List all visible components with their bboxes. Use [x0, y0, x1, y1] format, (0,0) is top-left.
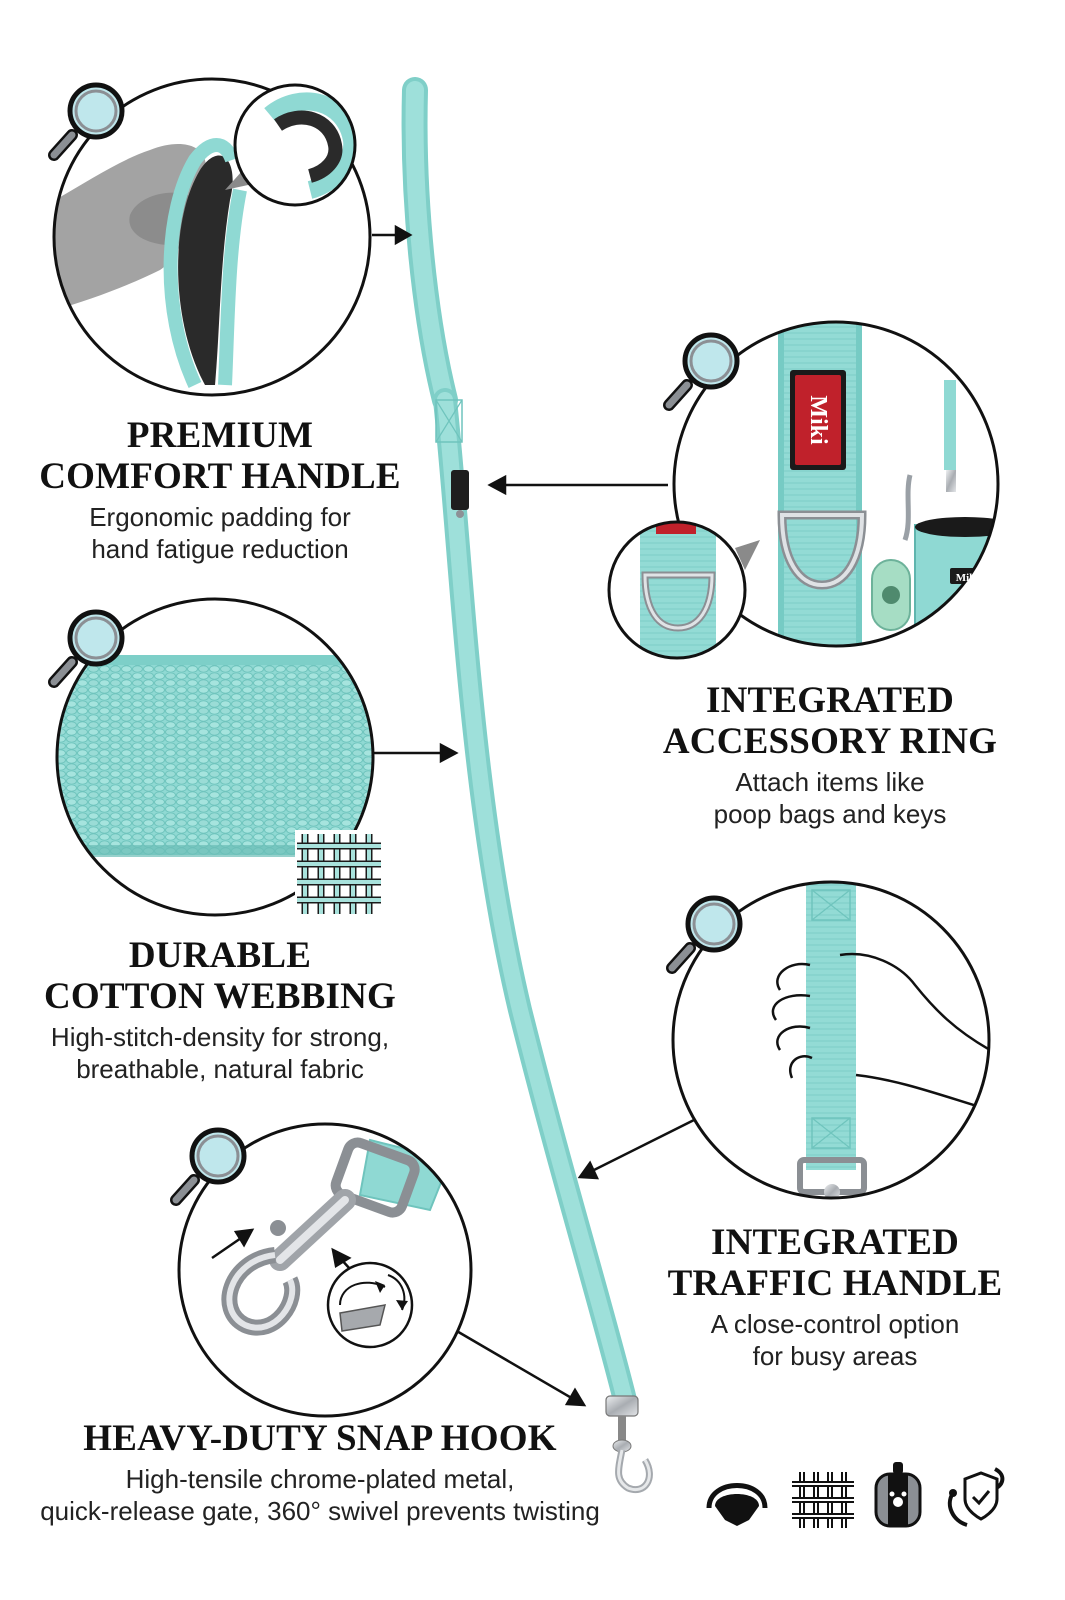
feature-traffic-handle: INTEGRATED TRAFFIC HANDLE A close-contro…	[635, 1222, 1035, 1372]
shield-leash-icon	[947, 1467, 1005, 1527]
feature-title: INTEGRATED TRAFFIC HANDLE	[635, 1222, 1035, 1304]
title-line: ACCESSORY RING	[662, 721, 998, 762]
magnifier-icon	[48, 609, 125, 688]
brand-logo-large: Miki	[803, 389, 833, 451]
magnifier-icon	[48, 82, 125, 161]
feature-title: PREMIUM COMFORT HANDLE	[20, 415, 420, 497]
title-line: HEAVY-DUTY SNAP HOOK	[83, 1418, 557, 1459]
feature-description: High-tensile chrome-plated metal, quick-…	[10, 1463, 630, 1527]
callout-arrows	[372, 224, 695, 1407]
magnifier-icon	[170, 1127, 247, 1206]
brand-logo-text: Miki	[805, 395, 831, 445]
feature-snap-hook: HEAVY-DUTY SNAP HOOK High-tensile chrome…	[10, 1418, 630, 1527]
title-line: COTTON WEBBING	[43, 976, 396, 1017]
feature-description: A close-control option for busy areas	[635, 1308, 1035, 1372]
feature-title: DURABLE COTTON WEBBING	[10, 935, 430, 1017]
accessory-ring-circle	[607, 320, 1000, 660]
comfort-handle-circle	[52, 77, 372, 397]
desc-line: High-tensile chrome-plated metal,	[125, 1464, 515, 1494]
feature-title: HEAVY-DUTY SNAP HOOK	[10, 1418, 630, 1459]
traffic-handle-circle	[671, 880, 991, 1200]
brand-logo-text: Miki	[955, 572, 979, 584]
feature-description: Ergonomic padding for hand fatigue reduc…	[20, 501, 420, 565]
cotton-webbing-circle	[55, 597, 383, 918]
poop-bag-dispenser-icon	[874, 1462, 922, 1528]
desc-line: for busy areas	[752, 1341, 918, 1371]
desc-line: quick-release gate, 360° swivel prevents…	[40, 1496, 600, 1526]
title-line: DURABLE	[128, 935, 312, 976]
feature-title: INTEGRATED ACCESSORY RING	[630, 680, 1030, 762]
desc-line: poop bags and keys	[713, 799, 947, 829]
leash-brand-tag	[451, 470, 469, 510]
magnifier-icon	[666, 895, 743, 974]
swivel-icon	[326, 1261, 414, 1349]
title-line: PREMIUM	[126, 415, 314, 456]
title-line: INTEGRATED	[705, 680, 955, 721]
feature-accessory-ring: INTEGRATED ACCESSORY RING Attach items l…	[630, 680, 1030, 830]
title-line: COMFORT HANDLE	[39, 456, 401, 497]
desc-line: breathable, natural fabric	[76, 1054, 364, 1084]
feature-comfort-handle: PREMIUM COMFORT HANDLE Ergonomic padding…	[20, 415, 420, 565]
padded-handle-icon	[706, 1483, 768, 1526]
feature-description: Attach items like poop bags and keys	[630, 766, 1030, 830]
desc-line: High-stitch-density for strong,	[50, 1022, 390, 1052]
main-leash	[401, 77, 653, 1494]
desc-line: A close-control option	[710, 1309, 960, 1339]
desc-line: Ergonomic padding for	[89, 502, 351, 532]
woven-fabric-icon	[792, 1472, 854, 1528]
title-line: TRAFFIC HANDLE	[667, 1263, 1003, 1304]
weave-icon	[295, 830, 383, 918]
desc-line: hand fatigue reduction	[91, 534, 349, 564]
feature-description: High-stitch-density for strong, breathab…	[10, 1021, 430, 1085]
desc-line: Attach items like	[735, 767, 925, 797]
title-line: INTEGRATED	[710, 1222, 960, 1263]
feature-cotton-webbing: DURABLE COTTON WEBBING High-stitch-densi…	[10, 935, 430, 1085]
brand-logo-bag: Miki	[950, 568, 984, 584]
magnifier-icon	[663, 332, 740, 411]
